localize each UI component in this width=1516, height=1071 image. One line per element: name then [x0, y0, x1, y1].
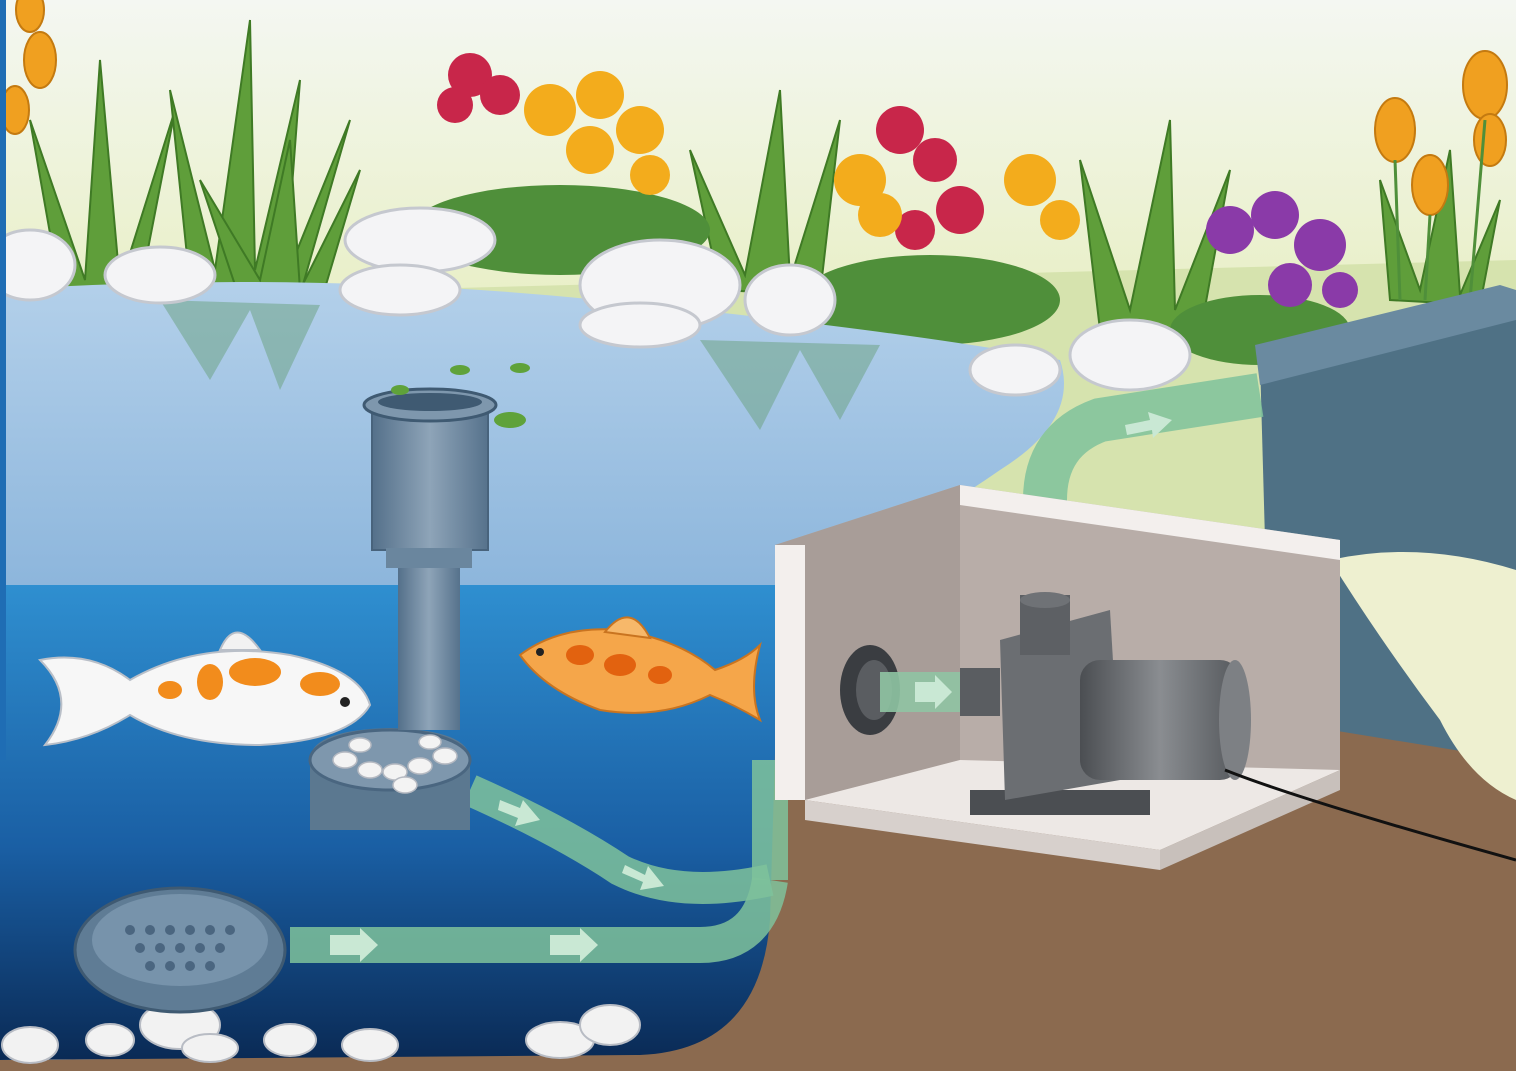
koi-orange: [518, 616, 763, 723]
pump: [840, 592, 1516, 862]
left-border: [0, 0, 6, 760]
shore-rocks: [0, 206, 1192, 397]
flow-arrows: [330, 800, 664, 962]
skimmer-column: [308, 387, 498, 830]
koi-white: [37, 631, 372, 747]
floating-leaves: [391, 363, 530, 428]
return-pipe: [1023, 373, 1264, 610]
bottom-drain: [73, 886, 287, 1014]
bottom-pebbles: [1, 1000, 641, 1064]
foliage-reflection: [160, 300, 880, 430]
pond-surface: [0, 282, 1064, 585]
